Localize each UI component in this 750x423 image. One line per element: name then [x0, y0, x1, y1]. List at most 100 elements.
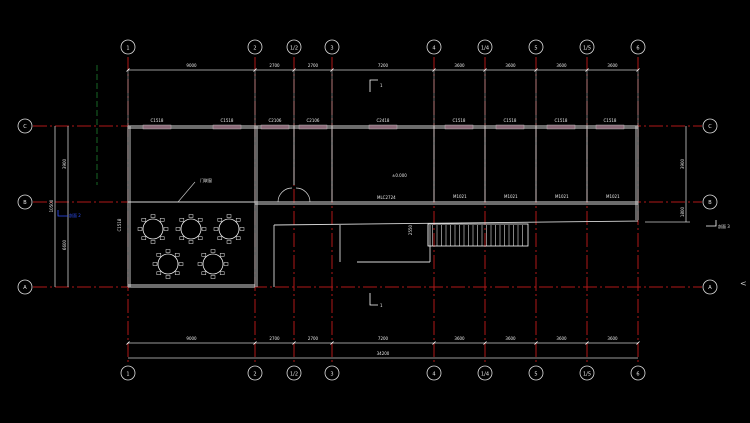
round-table [218, 218, 240, 240]
chair [210, 275, 216, 279]
bottom-dimension-text: 9000 [186, 336, 197, 341]
top-dimension-text: 7200 [378, 63, 389, 68]
section-mark-left [57, 210, 68, 217]
door-label: 门联窗 [200, 177, 212, 183]
door-label: M1021 [504, 194, 518, 199]
bottom-dimension-text: 2700 [269, 336, 280, 341]
corridor-window-label: MLC2724 [377, 195, 396, 200]
chair [178, 262, 184, 266]
grid-bubble-bottom [579, 365, 595, 381]
chair [150, 214, 156, 218]
window-label: C1518 [555, 118, 568, 123]
corner-mark: < [740, 279, 747, 288]
chair [150, 240, 156, 244]
grid-label-row: B [708, 200, 712, 206]
grid-bubble-top [579, 39, 595, 55]
chair [219, 271, 225, 275]
round-table [142, 218, 164, 240]
chair [179, 236, 185, 240]
chair [213, 227, 219, 231]
stair-dimension: 2550 [408, 224, 413, 235]
window [142, 124, 172, 130]
chair [201, 271, 207, 275]
grid-bubble-top [528, 39, 544, 55]
grid-label-bottom: 5 [534, 372, 537, 378]
grid-bubble-bottom [477, 365, 493, 381]
bottom-dimension-tick [432, 341, 436, 345]
chair [217, 218, 223, 222]
grid-label-top: 3 [330, 46, 333, 52]
left-dimension-text: 3900 [62, 158, 67, 169]
leader-line [177, 181, 196, 203]
bottom-dimension-text: 2700 [308, 336, 319, 341]
chair [201, 227, 207, 231]
grid-label-top: 2 [253, 46, 256, 52]
grid-bubble-top [324, 39, 340, 55]
window [495, 124, 525, 130]
window-label: C2106 [307, 118, 320, 123]
grid-bubble-row [702, 194, 718, 210]
grid-label-row: A [23, 285, 27, 291]
right-dimension-text: 3900 [680, 158, 685, 169]
chair [174, 271, 180, 275]
chair [226, 240, 232, 244]
grid-label-top: 1 [126, 46, 129, 52]
window-label: C1518 [221, 118, 234, 123]
grid-label-top: 6 [636, 46, 639, 52]
chair [235, 218, 241, 222]
chair [175, 227, 181, 231]
chair [217, 236, 223, 240]
grid-bubble-row [17, 118, 33, 134]
window [595, 124, 625, 130]
round-table [202, 253, 224, 275]
grid-bubble-top [630, 39, 646, 55]
grid-label-bottom: 1/2 [290, 372, 298, 378]
grid-bubble-top [247, 39, 263, 55]
section-mark-top [369, 79, 378, 92]
window-label: C2106 [269, 118, 282, 123]
grid-label-bottom: 3 [330, 372, 333, 378]
bottom-dimension-tick [636, 341, 640, 345]
chair [152, 262, 158, 266]
bottom-dimension-tick [585, 341, 589, 345]
grid-bubble-top [120, 39, 136, 55]
bottom-dimension-text: 7200 [378, 336, 389, 341]
left-total-text: 10500 [49, 199, 54, 212]
chair [197, 236, 203, 240]
bottom-dimension-tick [330, 341, 334, 345]
chair [239, 227, 245, 231]
bottom-dimension-tick [534, 341, 538, 345]
grid-bubble-bottom [630, 365, 646, 381]
right-dimension-text: 1800 [680, 206, 685, 217]
grid-bubble-row [17, 279, 33, 295]
grid-label-row: B [23, 200, 27, 206]
grid-label-bottom: 6 [636, 372, 639, 378]
window-label: C2418 [377, 118, 390, 123]
door-label: M1021 [606, 194, 620, 199]
chair [223, 262, 229, 266]
round-table [157, 253, 179, 275]
grid-bubble-row [702, 279, 718, 295]
grid-label-bottom: 1 [126, 372, 129, 378]
chair [210, 249, 216, 253]
chair [197, 262, 203, 266]
grid-label-bottom: 1/5 [583, 372, 591, 378]
bottom-dimension-text: 3600 [556, 336, 567, 341]
grid-bubble-bottom [247, 365, 263, 381]
door-label: M1021 [453, 194, 467, 199]
grid-label-row: C [23, 124, 27, 130]
top-dimension-text: 3600 [505, 63, 516, 68]
door-label: M1021 [555, 194, 569, 199]
section-left-label: 剖面 2 [69, 212, 81, 218]
chair [188, 214, 194, 218]
chair [156, 271, 162, 275]
window-label: C1518 [604, 118, 617, 123]
grid-bubble-bottom [120, 365, 136, 381]
section-mark-bottom [369, 293, 378, 306]
grid-bubble-bottom [528, 365, 544, 381]
chair [219, 253, 225, 257]
grid-bubble-bottom [426, 365, 442, 381]
top-dimension-text: 3600 [454, 63, 465, 68]
